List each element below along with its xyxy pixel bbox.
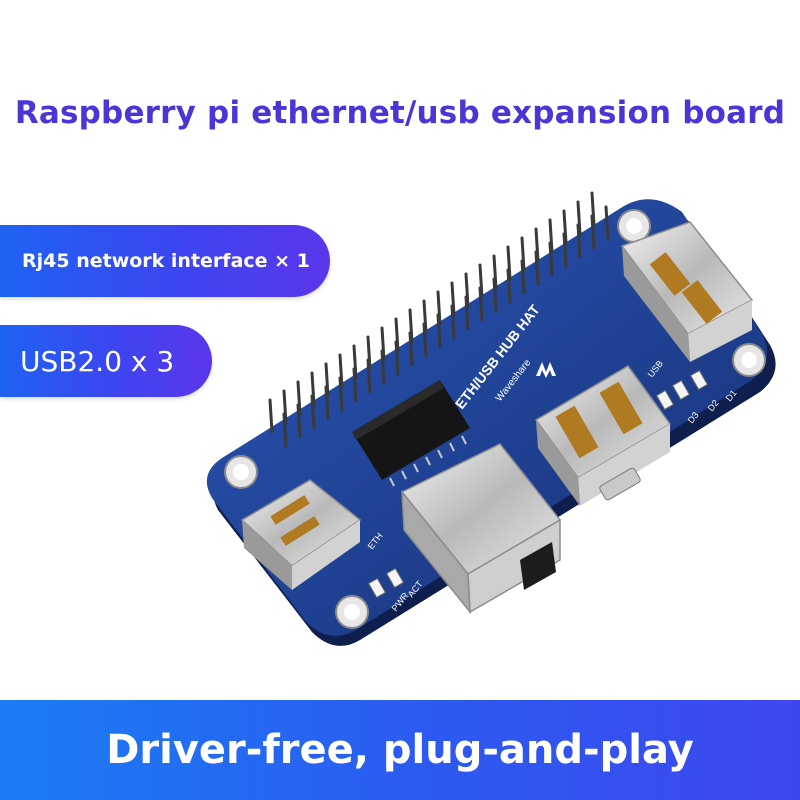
- feature-pill-rj45: Rj45 network interface × 1: [0, 225, 330, 297]
- usb-port-right: [620, 221, 754, 362]
- micro-usb-port: [599, 467, 641, 501]
- status-leds: [367, 369, 709, 599]
- headline-title: Raspberry pi ethernet/usb expansion boar…: [14, 95, 786, 131]
- footer-tagline: Driver-free, plug-and-play: [106, 727, 694, 773]
- rj45-jack: [400, 443, 562, 615]
- feature-label-rj45: Rj45 network interface × 1: [22, 250, 310, 272]
- board-photo: ETH/USB HUB HAT Waveshare USB D1 D2 D3 E…: [206, 191, 776, 646]
- feature-pill-usb: USB2.0 x 3: [0, 325, 212, 397]
- usb-port-left: [240, 479, 362, 590]
- feature-label-usb: USB2.0 x 3: [20, 344, 175, 378]
- footer-banner: Driver-free, plug-and-play: [0, 700, 800, 800]
- brand-logo: [536, 362, 556, 378]
- hub-chip: [352, 380, 470, 487]
- gpio-header: [268, 191, 610, 448]
